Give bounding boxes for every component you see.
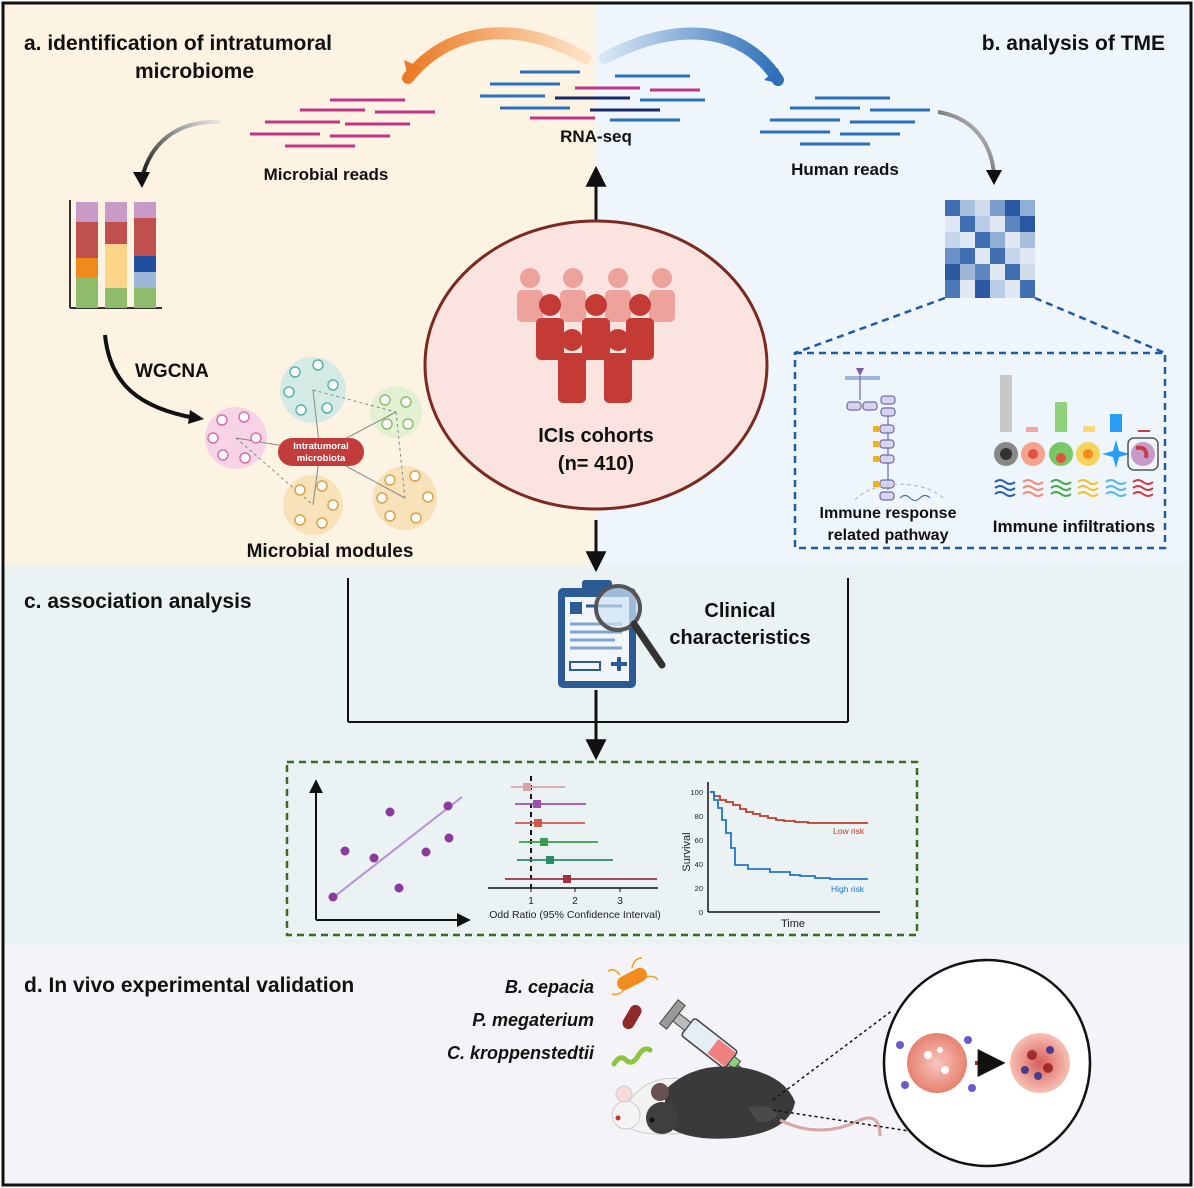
- species-2: P. megaterium: [472, 1010, 594, 1030]
- scatter-point: [444, 833, 454, 843]
- arrow-to-stacked-bars: [140, 119, 221, 179]
- results-box: [285, 760, 919, 937]
- zoom-line-left: [794, 296, 946, 355]
- arrow-to-heatmap: [937, 110, 996, 176]
- scatter-point: [443, 801, 453, 811]
- tme-detail-box: [793, 351, 1167, 550]
- scatter-point: [394, 883, 404, 893]
- survival-ylabel: Survival: [681, 832, 693, 871]
- pathway-label-1: Immune response: [820, 505, 957, 522]
- survival-ytick-0: 0: [699, 908, 703, 917]
- forest-tick-3: 3: [617, 896, 623, 907]
- low-risk-curve: [710, 791, 868, 824]
- rnaseq-reads: [480, 70, 705, 122]
- zoom-line-top: [772, 1009, 894, 1101]
- panel-a-title-1: a. identification of intratumoral: [24, 32, 332, 55]
- network-hub: [278, 438, 364, 466]
- arrow-head-human: [764, 68, 782, 84]
- cohort-circle: [423, 219, 769, 511]
- microbial-reads: [250, 98, 435, 148]
- high-risk-label: High risk: [831, 884, 865, 894]
- microbial-network: [205, 357, 437, 535]
- forest-plot: [488, 776, 658, 892]
- species-1: B. cepacia: [505, 977, 594, 997]
- low-risk-label: Low risk: [833, 826, 865, 836]
- correlation-heatmap: [945, 200, 1035, 298]
- scatter-point: [369, 853, 379, 863]
- clipboard-icon: [558, 580, 666, 688]
- survival-ytick-80: 80: [695, 812, 703, 821]
- panel-c-title: c. association analysis: [24, 590, 252, 613]
- arrow-to-human: [599, 27, 784, 86]
- scatter-point: [340, 846, 350, 856]
- association-bracket: [347, 578, 849, 723]
- people-icon: [517, 268, 675, 403]
- arrow-to-microbial: [402, 27, 591, 84]
- panel-a-title-2: microbiome: [135, 60, 254, 83]
- scatter-fit-line: [329, 796, 463, 901]
- microbial-modules-label: Microbial modules: [247, 541, 414, 562]
- panel-d-title: d. In vivo experimental validation: [24, 974, 354, 997]
- wgcna-arrow: [103, 334, 196, 420]
- immune-infiltrations-label: Immune infiltrations: [993, 517, 1155, 536]
- wgcna-label: WGCNA: [135, 361, 209, 382]
- scatter-plot: [309, 779, 471, 927]
- survival-ytick-100: 100: [690, 788, 703, 797]
- human-reads-label: Human reads: [791, 160, 899, 179]
- cohort-title: ICIs cohorts: [538, 425, 654, 447]
- forest-xlabel: Odd Ratio (95% Confidence Interval): [489, 909, 661, 921]
- tumor-after: [1010, 1033, 1070, 1093]
- pathway-label-2: related pathway: [828, 527, 949, 544]
- scatter-point: [421, 847, 431, 857]
- arrow-head-microbial: [404, 60, 422, 78]
- syringe-icon: [658, 999, 761, 1084]
- immune-infiltration-bars: [1000, 375, 1150, 432]
- human-reads: [760, 96, 930, 146]
- survival-ytick-20: 20: [695, 884, 703, 893]
- network-hub-label-1: Intratumoral: [293, 441, 348, 452]
- tumor-before: [896, 1033, 976, 1093]
- arrow-head-bars: [133, 172, 150, 188]
- immune-cell-icons: [994, 437, 1159, 471]
- scatter-point: [385, 807, 395, 817]
- forest-tick-1: 1: [528, 896, 534, 907]
- stacked-bar-chart: [69, 200, 162, 309]
- rnaseq-label: RNA-seq: [560, 127, 632, 146]
- arrow-head-heatmap: [986, 170, 1002, 185]
- bacteria-icons: [607, 957, 659, 1067]
- microbial-reads-label: Microbial reads: [264, 165, 389, 184]
- pathway-schematic: [845, 368, 946, 502]
- clinical-label-1: Clinical: [704, 600, 775, 622]
- wgcna-arrow-head: [188, 410, 204, 424]
- cohort-count: (n= 410): [558, 453, 634, 475]
- survival-plot: [707, 782, 880, 913]
- forest-tick-2: 2: [572, 896, 578, 907]
- survival-ytick-40: 40: [695, 860, 703, 869]
- immune-wave-icons: [994, 479, 1154, 497]
- survival-xlabel: Time: [781, 918, 805, 930]
- mouse-illustration: [611, 1066, 882, 1139]
- clinical-label-2: characteristics: [669, 627, 810, 649]
- network-hub-label-2: microbiota: [297, 453, 346, 464]
- panel-b-title: b. analysis of TME: [982, 32, 1165, 55]
- species-3: C. kroppenstedtii: [447, 1043, 595, 1063]
- high-risk-curve: [710, 791, 868, 880]
- survival-ytick-60: 60: [695, 836, 703, 845]
- scatter-point: [328, 892, 338, 902]
